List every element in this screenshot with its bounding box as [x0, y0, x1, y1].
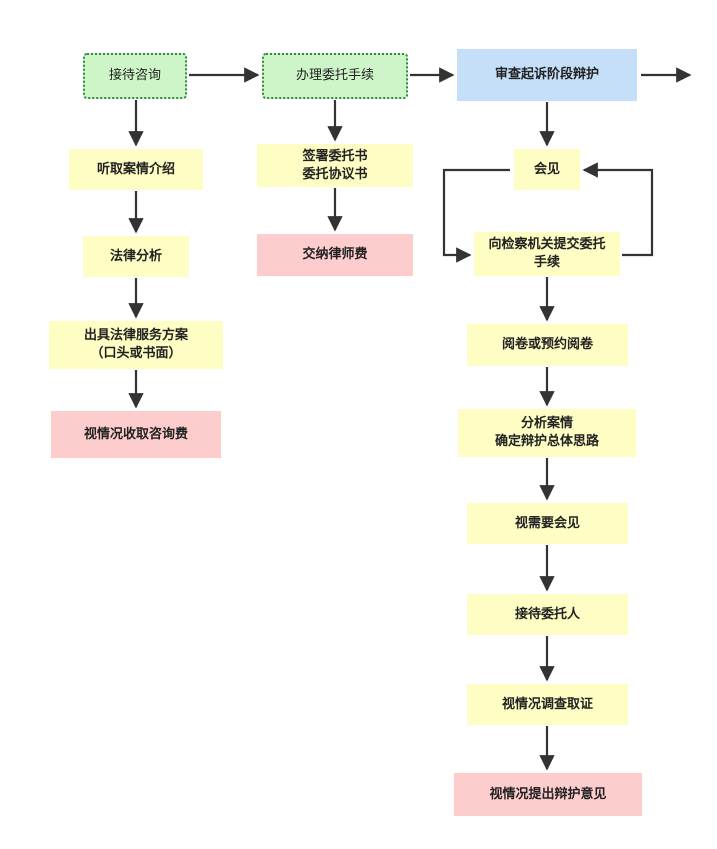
node-analyze-case: 分析案情 确定辩护总体思路 [458, 409, 636, 457]
node-receive-client: 接待委托人 [467, 594, 628, 635]
node-legal-analysis: 法律分析 [83, 236, 189, 277]
node-handle-entrustment: 办理委托手续 [262, 53, 408, 99]
node-listen-case: 听取案情介绍 [69, 149, 203, 190]
node-read-files: 阅卷或预约阅卷 [467, 324, 628, 366]
node-meeting: 会见 [514, 149, 580, 190]
node-defense-opinion: 视情况提出辩护意见 [454, 773, 642, 816]
node-investigate-evidence: 视情况调查取证 [467, 684, 628, 725]
node-review-prosecution: 审查起诉阶段辩护 [457, 49, 637, 101]
node-sign-entrustment: 签署委托书 委托协议书 [257, 144, 413, 187]
node-legal-service-plan: 出具法律服务方案 （口头或书面） [49, 321, 223, 369]
node-meet-if-needed: 视需要会见 [467, 503, 628, 544]
node-pay-fee: 交纳律师费 [257, 234, 413, 276]
node-reception-consult: 接待咨询 [83, 53, 187, 99]
node-submit-procuratorate: 向检察机关提交委托 手续 [474, 232, 620, 276]
node-consult-fee: 视情况收取咨询费 [51, 411, 221, 458]
arrow-submit-loop-right [582, 162, 654, 257]
arrow-meeting-loop-left [442, 168, 510, 263]
